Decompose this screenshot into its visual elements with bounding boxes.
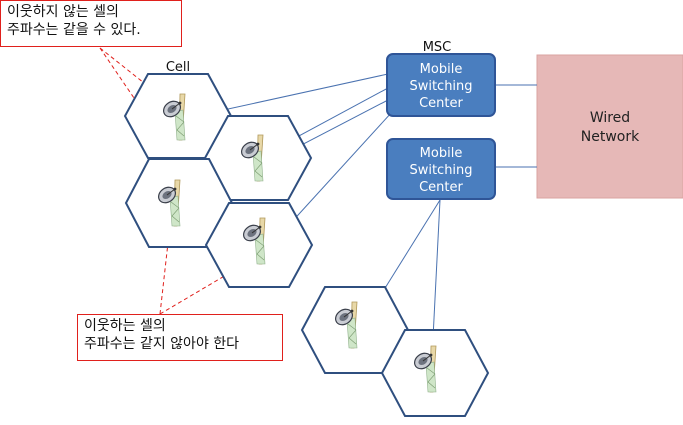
wired-network-label-line2: Network [581,129,640,145]
note-bottom-line1: 이웃하는 셀의 [84,318,166,334]
msc-box-1 [386,53,496,117]
note-bottom-line2: 주파수는 같지 않아야 한다 [84,336,240,352]
msc-box-1-line3: Center [419,96,463,111]
wired-network-label-line1: Wired [590,110,630,126]
msc-box-2-line1: Mobile [420,146,463,161]
dashed-pointers-bottom [159,224,239,315]
note-top-line2: 주파수는 같을 수 있다. [7,22,141,38]
cell-label: Cell [166,60,190,75]
msc-box-2 [386,138,496,200]
msc-box-1-line2: Switching [409,79,472,94]
msc-wired-links [495,84,537,168]
note-adjacent-cells: 이웃하는 셀의 주파수는 같지 않아야 한다 [77,314,283,361]
msc-label: MSC [423,40,452,55]
msc-box-2-line3: Center [419,180,463,195]
note-non-adjacent-cells: 이웃하지 않는 셀의 주파수는 같을 수 있다. [0,0,182,47]
msc-box-2-line2: Switching [409,163,472,178]
note-top-line1: 이웃하지 않는 셀의 [7,4,119,20]
wired-network-box [536,54,683,199]
msc-box-1-line1: Mobile [420,62,463,77]
